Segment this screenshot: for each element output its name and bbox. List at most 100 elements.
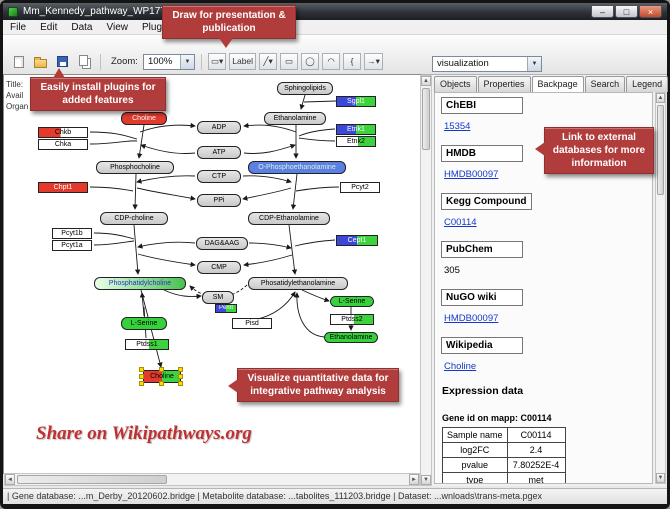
node-etnk1[interactable]: Etnk1 [336, 124, 376, 135]
new-file-icon[interactable] [9, 53, 28, 70]
visualization-combobox[interactable]: visualization ▼ [432, 56, 542, 72]
backpage-panel: ChEBI 15354 HMDB HMDB00097 Kegg Compound… [434, 92, 653, 484]
node-ppi[interactable]: PPi [197, 194, 241, 207]
node-dag-aag[interactable]: DAG&AAG [196, 237, 248, 250]
menu-data[interactable]: Data [71, 21, 93, 33]
section-header-hmdb: HMDB [441, 145, 523, 162]
node-ethanolamine[interactable]: Ethanolamine [264, 112, 326, 125]
node-sgpl1[interactable]: Sgpl1 [336, 96, 376, 107]
hmdb-link[interactable]: HMDB00097 [444, 169, 499, 180]
node-chpt1[interactable]: Chpt1 [38, 182, 88, 193]
node-cdp-ethanolamine[interactable]: CDP-Ethanolamine [248, 212, 330, 225]
selection-handle[interactable] [139, 381, 144, 386]
open-file-icon[interactable] [31, 53, 50, 70]
selection-handle[interactable] [178, 367, 183, 372]
node-cdp-choline[interactable]: CDP-choline [100, 212, 168, 225]
node-o-phosphoethanolamine[interactable]: O-Phosphoethanolamine [248, 161, 346, 174]
node-pcyt2[interactable]: Pcyt2 [340, 182, 380, 193]
tab-objects[interactable]: Objects [434, 76, 477, 92]
chebi-link[interactable]: 15354 [444, 121, 471, 132]
scrollbar-thumb[interactable] [657, 105, 664, 195]
node-cept1[interactable]: Cept1 [336, 235, 378, 246]
node-sm[interactable]: SM [202, 291, 234, 304]
node-chkb[interactable]: Chkb [38, 127, 88, 138]
callout-plugins: Easily install plugins for added feature… [30, 68, 166, 111]
node-adp[interactable]: ADP [197, 121, 241, 134]
scroll-right-icon[interactable]: ► [409, 474, 419, 485]
scroll-down-icon[interactable]: ▼ [656, 473, 665, 483]
rectangle-tool-button[interactable]: ▭ [280, 53, 299, 70]
scroll-up-icon[interactable]: ▲ [656, 93, 665, 103]
node-phosphatidylethanolamine[interactable]: Phosatidylethanolamine [248, 277, 348, 290]
toolbar-separator [200, 53, 202, 70]
node-etnk2[interactable]: Etnk2 [336, 136, 376, 147]
scrollbar-thumb[interactable] [17, 475, 167, 484]
node-chka[interactable]: Chka [38, 139, 88, 150]
tab-legend[interactable]: Legend [626, 76, 669, 92]
pathway-canvas[interactable]: Title: Avail Organ Sphingolipids Sgpl1 C… [3, 74, 421, 474]
tab-backpage[interactable]: Backpage [531, 76, 584, 92]
copy-icon[interactable] [75, 53, 94, 70]
scrollbar-thumb[interactable] [422, 88, 430, 150]
callout-link-databases: Link to external databases for more info… [535, 127, 654, 174]
node-phosphocholine[interactable]: Phosphocholine [96, 161, 174, 174]
scroll-down-icon[interactable]: ▼ [421, 475, 431, 485]
node-pisd[interactable]: Pisd [232, 318, 272, 329]
scroll-up-icon[interactable]: ▲ [421, 76, 431, 86]
selection-handle[interactable] [178, 374, 183, 379]
pathway-info-organism: Organ [6, 102, 29, 111]
save-icon[interactable] [53, 53, 72, 70]
menu-edit[interactable]: Edit [40, 21, 58, 33]
node-phosphatidylcholine[interactable]: Phosphatidylcholine [94, 277, 186, 290]
table-cell: log2FC [442, 442, 508, 458]
arc-tool-button[interactable]: ◠ [322, 53, 341, 70]
node-l-serine-left[interactable]: L-Serine [121, 317, 167, 330]
visualization-dropdown-arrow-icon[interactable]: ▼ [527, 57, 541, 71]
title-bar[interactable]: Mm_Kennedy_pathway_WP1771_45176.gpl... –… [3, 3, 667, 20]
node-ctp[interactable]: CTP [197, 170, 241, 183]
tab-search[interactable]: Search [584, 76, 626, 92]
datanode-tool-button[interactable]: ▭▾ [207, 53, 227, 70]
tab-properties[interactable]: Properties [477, 76, 531, 92]
node-l-serine-right[interactable]: L-Serine [330, 296, 374, 307]
selection-handle[interactable] [139, 367, 144, 372]
interaction-tool-button[interactable]: →▾ [364, 53, 383, 70]
selection-handle[interactable] [159, 367, 164, 372]
status-bar: | Gene database: ...m_Derby_20120602.bri… [3, 488, 667, 504]
selection-handle[interactable] [139, 374, 144, 379]
menu-view[interactable]: View [106, 21, 128, 33]
node-cmp[interactable]: CMP [197, 261, 241, 274]
minimize-button[interactable]: – [591, 5, 614, 18]
brace-tool-button[interactable]: { [343, 53, 362, 70]
node-choline[interactable]: Choline [121, 112, 167, 125]
canvas-vertical-scrollbar[interactable]: ▲ ▼ [420, 75, 432, 486]
node-atp[interactable]: ATP [197, 146, 241, 159]
node-pcyt1b[interactable]: Pcyt1b [52, 228, 92, 239]
oval-tool-button[interactable]: ◯ [301, 53, 320, 70]
selection-handle[interactable] [159, 381, 164, 386]
nugo-link[interactable]: HMDB00097 [444, 313, 499, 324]
toolbar-separator [100, 53, 101, 70]
line-tool-button[interactable]: ╱▾ [259, 53, 278, 70]
wikipedia-link[interactable]: Choline [444, 361, 477, 372]
node-ethanolamine-bottom[interactable]: Ethanolamine [324, 332, 378, 343]
maximize-button[interactable]: □ [615, 5, 638, 18]
menu-file[interactable]: File [10, 21, 27, 33]
node-pcyt1a[interactable]: Pcyt1a [52, 240, 92, 251]
label-tool-button[interactable]: Label [229, 53, 257, 70]
panel-scrollbar[interactable]: ▲ ▼ [655, 92, 666, 484]
zoom-combobox[interactable]: 100% ▼ [142, 53, 195, 70]
node-sphingolipids[interactable]: Sphingolipids [277, 82, 333, 95]
kegg-link[interactable]: C00114 [444, 217, 477, 228]
close-button[interactable]: × [639, 5, 662, 18]
scroll-left-icon[interactable]: ◄ [5, 474, 15, 485]
menu-plugins[interactable]: Plugins [141, 21, 175, 33]
zoom-dropdown-arrow-icon[interactable]: ▼ [179, 54, 194, 69]
node-pemt[interactable]: Pemt [215, 304, 237, 313]
node-ptdss2[interactable]: Ptdss2 [330, 314, 374, 325]
node-ptdss1[interactable]: Ptdss1 [125, 339, 169, 350]
canvas-horizontal-scrollbar[interactable]: ◄ ► [4, 473, 420, 486]
sidebar-tabs: Objects Properties Backpage Search Legen… [434, 76, 669, 92]
section-header-nugo: NuGO wiki [441, 289, 523, 306]
selection-handle[interactable] [178, 381, 183, 386]
